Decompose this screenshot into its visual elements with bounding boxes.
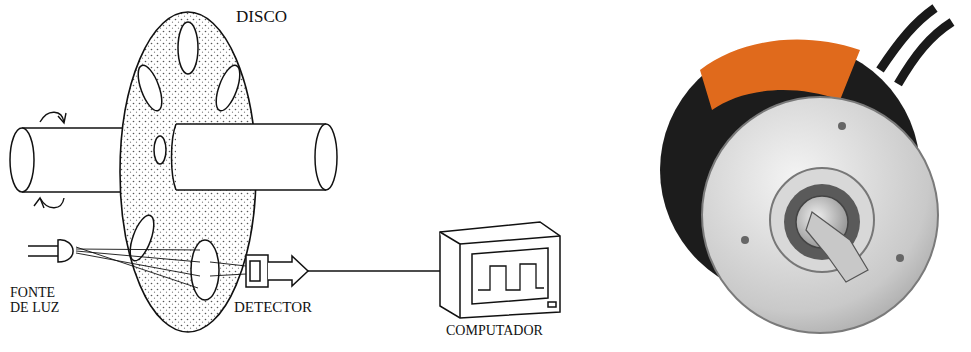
encoder-photo [660, 8, 952, 333]
computer-label: COMPUTADOR [446, 324, 543, 339]
detector [246, 255, 440, 287]
rotation-arrow [34, 112, 66, 208]
shaft [172, 124, 338, 190]
computer [440, 222, 560, 318]
detector-label: DETECTOR [234, 300, 312, 316]
light-source [28, 240, 246, 288]
light-source-label: FONTE DE LUZ [10, 286, 72, 315]
disk-label: DISCO [236, 8, 287, 26]
